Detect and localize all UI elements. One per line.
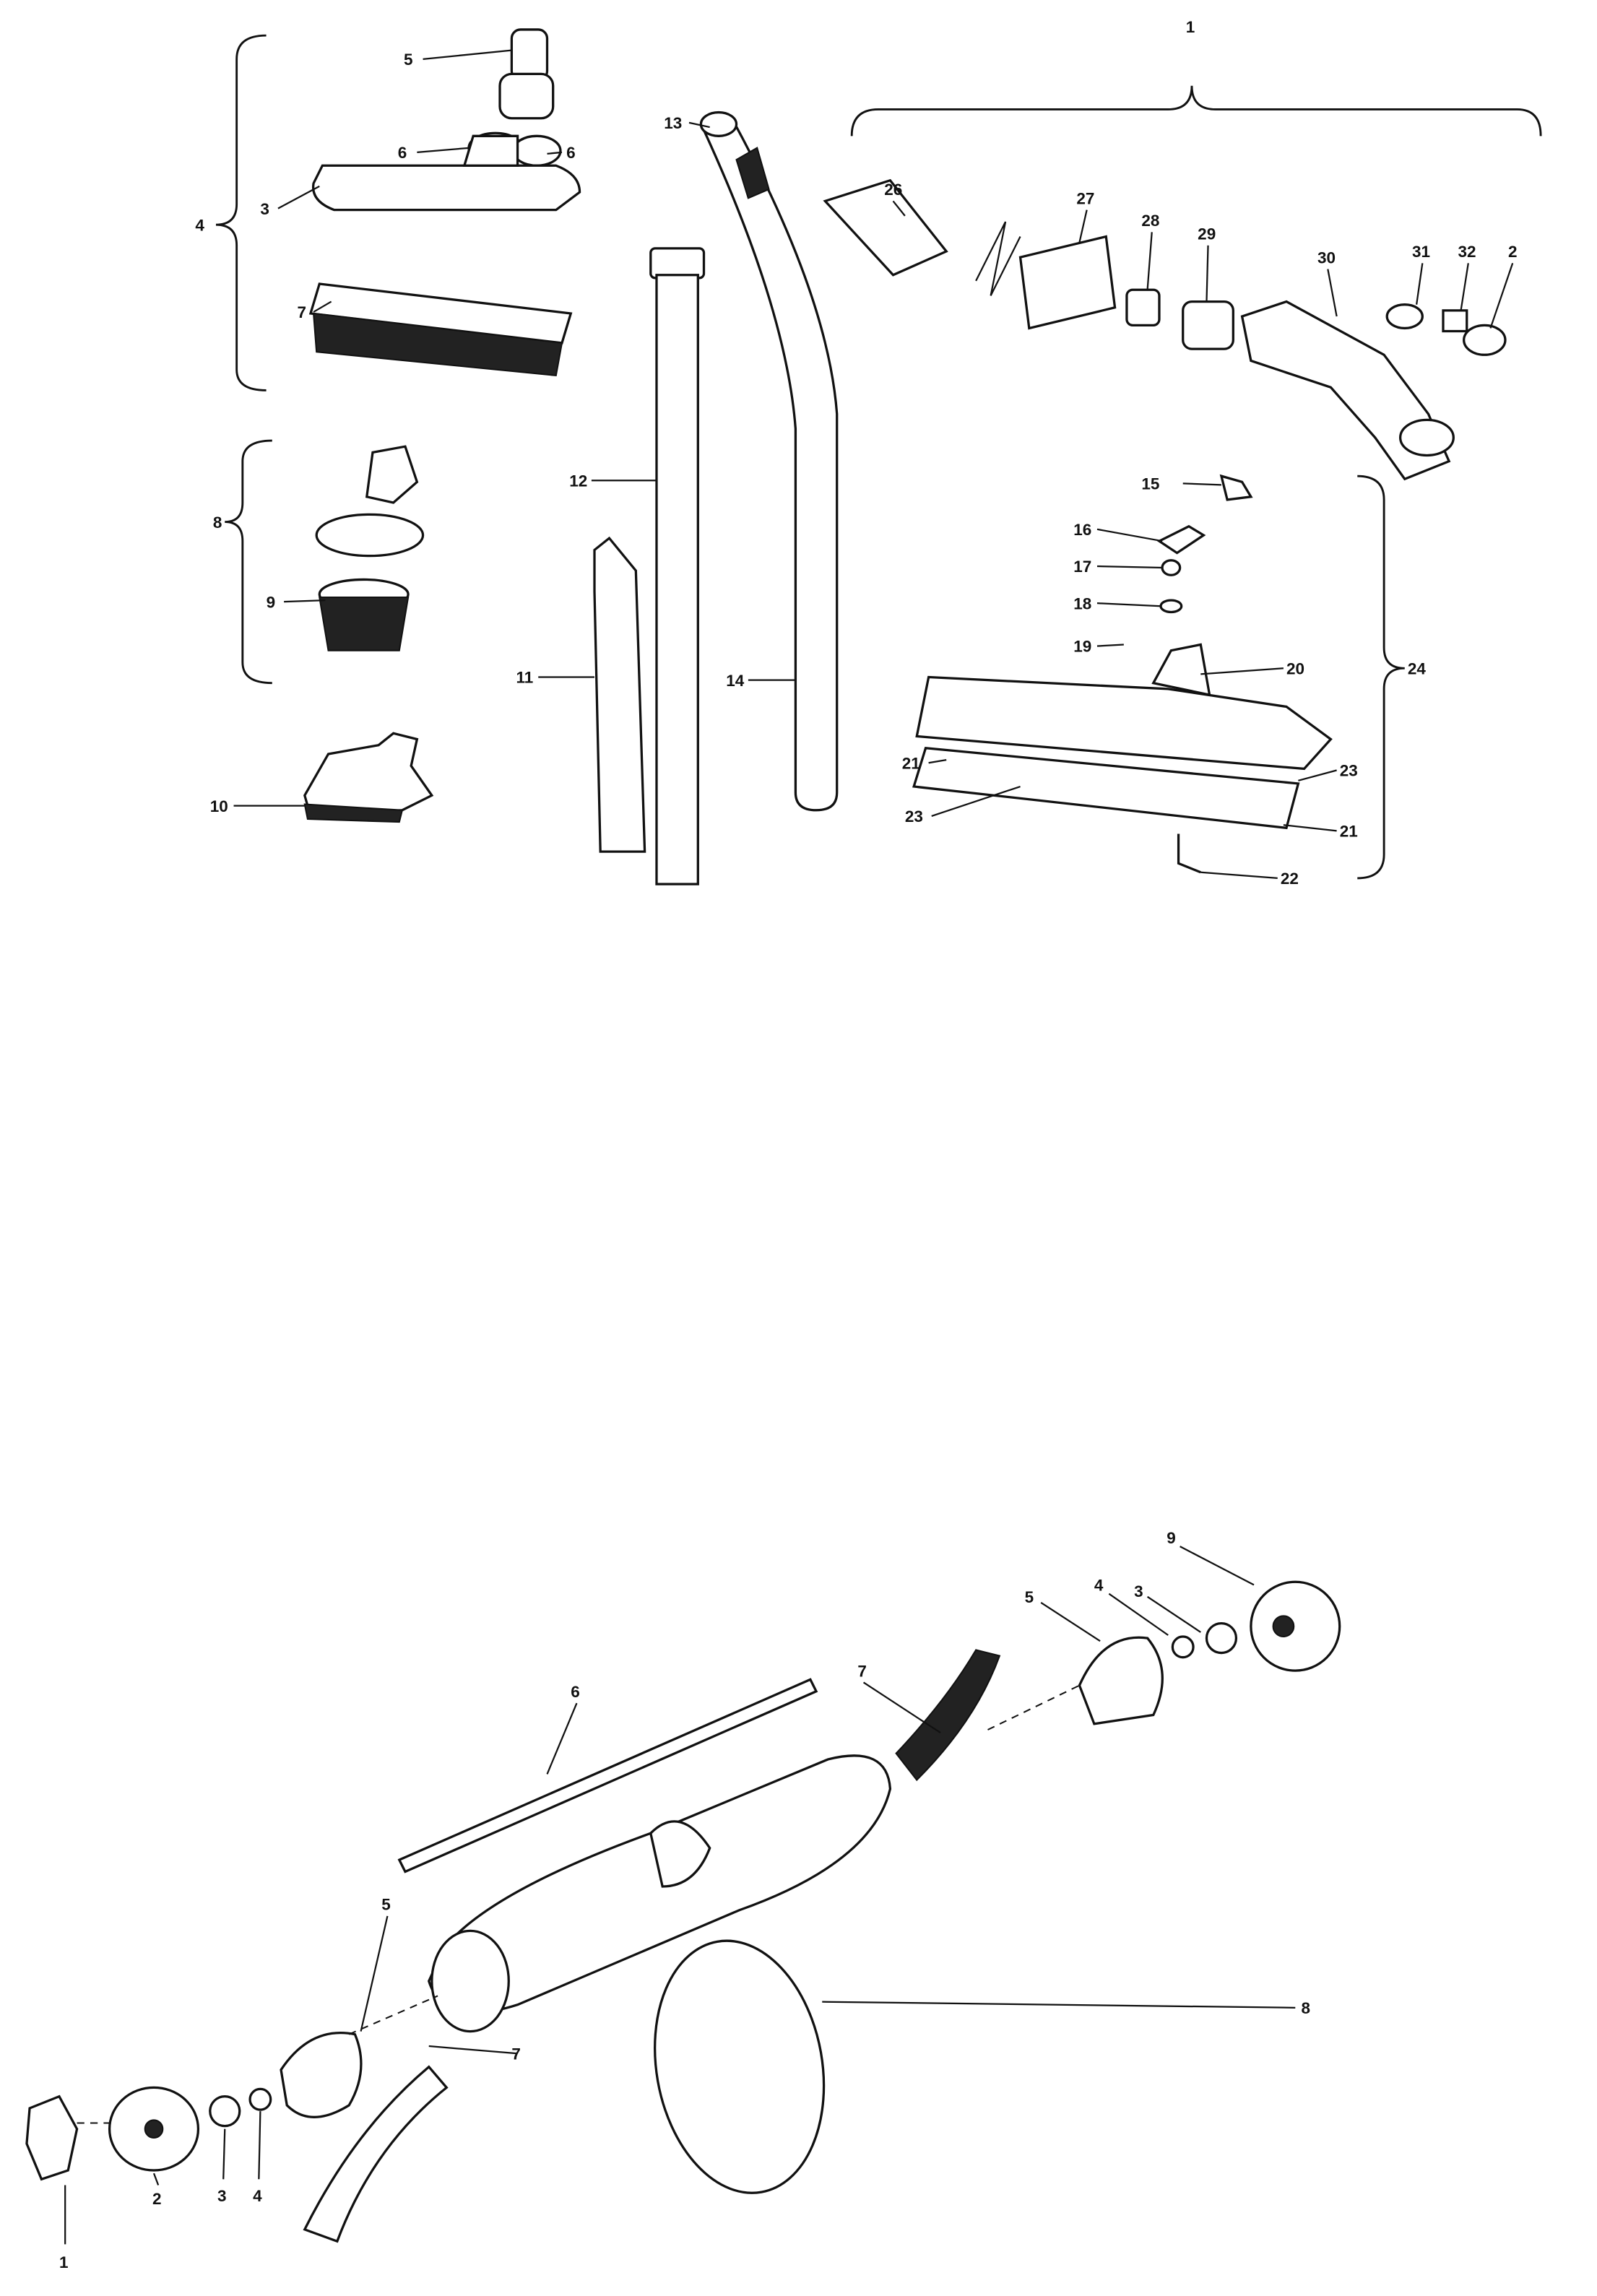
- callout-6b: 6: [566, 144, 576, 162]
- callout-2: 2: [1508, 243, 1518, 261]
- callout-31: 31: [1412, 243, 1430, 261]
- callout-1: 1: [1186, 18, 1195, 36]
- floor-nozzle-part-3: [312, 134, 581, 212]
- callout-21b: 21: [1340, 823, 1358, 841]
- callout-b4b: 4: [253, 2187, 262, 2205]
- callout-b7b: 7: [511, 2045, 521, 2063]
- brace-group-1: [850, 85, 1542, 137]
- curved-wand-part-14: [699, 111, 839, 812]
- top-exploded-view: 1 26 27 28 29 30 31 32 2 5 13 6 6 4 3 7 …: [195, 18, 1542, 888]
- callout-32: 32: [1458, 243, 1476, 261]
- callout-b9: 9: [1167, 1529, 1176, 1547]
- callout-19: 19: [1073, 638, 1091, 656]
- callout-16: 16: [1073, 521, 1091, 539]
- brace-group-8: [225, 439, 272, 685]
- callout-b5a: 5: [1025, 1588, 1034, 1606]
- hose-part-26-30: [823, 178, 1507, 481]
- callout-b2: 2: [152, 2190, 162, 2208]
- callout-30: 30: [1317, 248, 1336, 267]
- callout-7: 7: [298, 303, 307, 321]
- callout-3: 3: [260, 200, 269, 218]
- upholstery-tool-part-10: [303, 732, 434, 823]
- callout-28: 28: [1141, 212, 1159, 230]
- callout-27: 27: [1076, 189, 1094, 207]
- brace-group-4: [215, 34, 267, 391]
- callout-26: 26: [884, 181, 902, 199]
- floor-tool-part-20: [912, 474, 1333, 874]
- bottom-callouts: 9 5 4 3 7 6 5 8 7 1 2 3 4: [59, 1529, 1310, 2271]
- callout-13: 13: [664, 114, 682, 132]
- callout-b8: 8: [1301, 1999, 1310, 2017]
- callout-23a: 23: [1340, 762, 1358, 780]
- callout-b1: 1: [59, 2253, 69, 2271]
- wand-part-12: [649, 247, 706, 885]
- callout-5: 5: [404, 51, 413, 69]
- brace-group-24: [1357, 475, 1405, 880]
- leader-lines-top: [233, 49, 1514, 880]
- callout-12: 12: [569, 472, 587, 490]
- callout-14: 14: [726, 672, 745, 690]
- callout-29: 29: [1198, 225, 1216, 243]
- callout-4: 4: [195, 216, 204, 234]
- callout-20: 20: [1286, 659, 1304, 677]
- callout-b6: 6: [571, 1683, 580, 1701]
- brush-part-7: [308, 282, 573, 377]
- callout-8: 8: [213, 514, 222, 532]
- callout-b3b: 3: [217, 2187, 227, 2205]
- callout-24: 24: [1408, 659, 1427, 677]
- callout-9: 9: [267, 593, 276, 611]
- callout-22: 22: [1281, 870, 1299, 888]
- callout-23b: 23: [905, 807, 923, 826]
- callout-b3a: 3: [1134, 1582, 1143, 1600]
- callout-17: 17: [1073, 558, 1091, 576]
- dusting-brush-part-8-9: [315, 445, 425, 651]
- callout-18: 18: [1073, 594, 1091, 612]
- crevice-tool-part-11: [593, 536, 646, 853]
- brush-roll-parts: [25, 1580, 1341, 2243]
- callout-21a: 21: [902, 754, 920, 772]
- leader-lines-bottom: [64, 1546, 1296, 2245]
- callout-b5b: 5: [381, 1896, 391, 1914]
- bottom-exploded-view: 9 5 4 3 7 6 5 8 7 1 2 3 4: [25, 1529, 1341, 2271]
- callout-b7a: 7: [857, 1662, 867, 1680]
- callout-b4a: 4: [1094, 1577, 1104, 1595]
- callout-15: 15: [1141, 475, 1159, 493]
- top-callouts: 1 26 27 28 29 30 31 32 2 5 13 6 6 4 3 7 …: [195, 18, 1517, 888]
- callout-11: 11: [516, 669, 534, 687]
- callout-10: 10: [210, 797, 228, 815]
- callout-6a: 6: [398, 144, 407, 162]
